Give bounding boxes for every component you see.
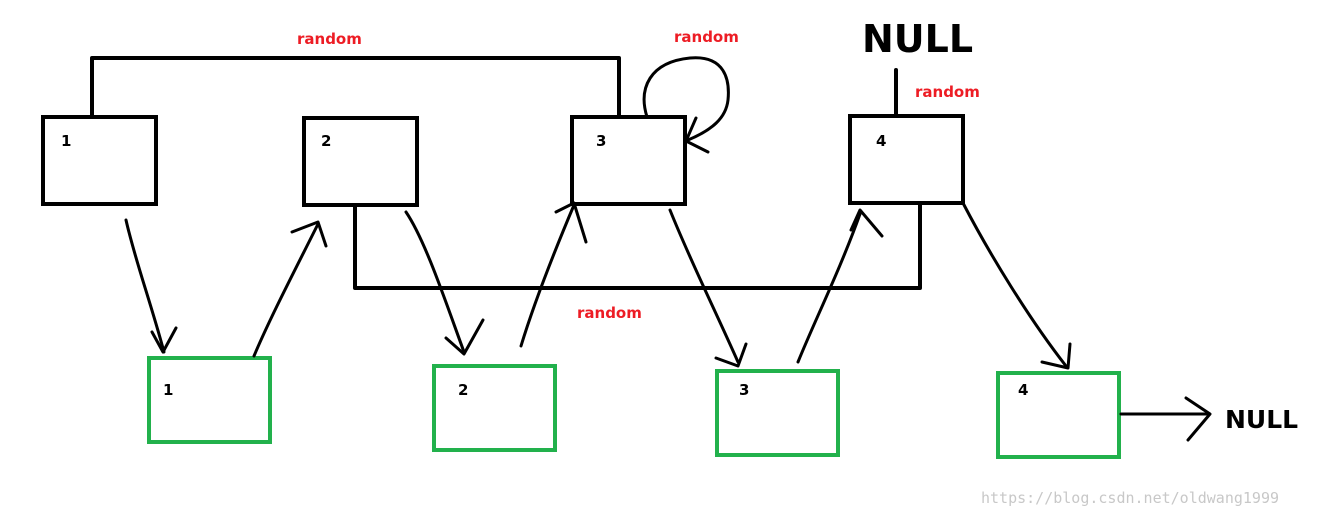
- random-label-top: random: [297, 30, 362, 48]
- arrow-copy3-to-orig4: [796, 212, 862, 364]
- arrow-copy2-to-orig3: [519, 203, 576, 348]
- arrow-orig4-to-copy4: [961, 201, 1068, 368]
- original-node-1: 1: [41, 115, 158, 206]
- original-node-3-label: 3: [596, 132, 606, 150]
- random-link-2-to-4: [353, 201, 922, 290]
- random-link-1-to-3: [90, 56, 621, 119]
- random-label-null: random: [915, 83, 980, 101]
- arrow-copy1-to-orig2-head: [290, 220, 328, 248]
- arrow-orig1-to-copy1-head: [150, 326, 178, 354]
- copy-node-1-label: 1: [163, 381, 173, 399]
- arrow-orig3-to-copy3-head: [714, 342, 748, 368]
- self-loop-arrowhead: [684, 116, 710, 154]
- original-node-3: 3: [570, 115, 687, 206]
- original-node-2: 2: [302, 116, 419, 207]
- null-top-label: NULL: [862, 17, 973, 61]
- arrow-orig2-to-copy2-head: [444, 318, 485, 356]
- watermark-text: https://blog.csdn.net/oldwang1999: [981, 489, 1279, 507]
- copy-node-2-label: 2: [458, 381, 468, 399]
- copy-node-2: 2: [432, 364, 557, 452]
- original-node-2-label: 2: [321, 132, 331, 150]
- copy-node-3: 3: [715, 369, 840, 457]
- arrow-orig2-to-copy2: [404, 210, 466, 354]
- arrow-copy3-to-orig4-head: [849, 208, 884, 238]
- copy-node-4-label: 4: [1018, 381, 1028, 399]
- copy-node-1: 1: [147, 356, 272, 444]
- arrow-copy2-to-orig3-head: [554, 201, 588, 244]
- copy-node-3-label: 3: [739, 381, 749, 399]
- random-self-loop-3: [642, 56, 730, 142]
- arrow-orig4-to-copy4-head: [1040, 342, 1072, 370]
- random-label-self-loop: random: [674, 28, 739, 46]
- arrow-orig1-to-copy1: [124, 218, 166, 354]
- original-node-4-label: 4: [876, 132, 886, 150]
- original-node-4: 4: [848, 114, 965, 205]
- arrow-copy1-to-orig2: [252, 222, 320, 358]
- copy-node-4: 4: [996, 371, 1121, 459]
- original-node-1-label: 1: [61, 132, 71, 150]
- null-right-label: NULL: [1225, 405, 1298, 434]
- arrow-copy4-to-null-head: [1184, 396, 1212, 442]
- arrow-orig3-to-copy3: [668, 208, 740, 364]
- random-label-bottom: random: [577, 304, 642, 322]
